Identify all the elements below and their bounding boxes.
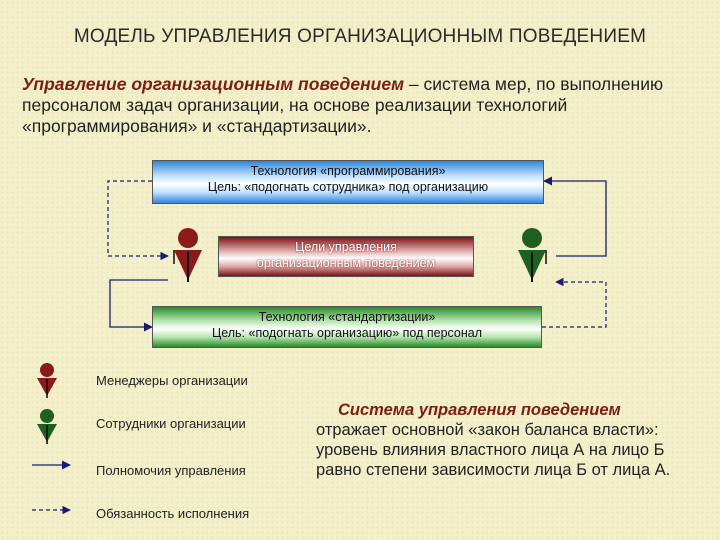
intro-text: – система мер, по выполнению персоналом … bbox=[22, 74, 664, 136]
goals-line1: Цели управления bbox=[295, 240, 397, 254]
legend-authority-label: Полномочия управления bbox=[96, 463, 246, 478]
page-title: МОДЕЛЬ УПРАВЛЕНИЯ ОРГАНИЗАЦИОННЫМ ПОВЕДЕ… bbox=[73, 26, 647, 47]
programming-line1: Технология «программирования» bbox=[250, 164, 446, 178]
intro-term: Управление организационным поведением bbox=[22, 74, 405, 94]
legend-managers-label: Менеджеры организации bbox=[96, 373, 248, 388]
programming-line2: Цель: «подогнать сотрудника» под организ… bbox=[207, 180, 489, 194]
legend-duty-label: Обязанность исполнения bbox=[96, 506, 250, 521]
employee-figure bbox=[518, 228, 547, 282]
goals-box: Цели управления организационным поведени… bbox=[218, 236, 474, 277]
authority-arrow-right-upper bbox=[543, 176, 607, 257]
legend-manager-icon bbox=[37, 363, 57, 398]
standardization-line1: Технология «стандартизации» bbox=[258, 310, 436, 324]
intro-paragraph: Управление организационным поведением – … bbox=[22, 74, 698, 137]
duty-arrow-right-lower bbox=[542, 277, 607, 328]
standardization-technology-box: Технология «стандартизации» Цель: «подог… bbox=[152, 306, 542, 348]
legend-employees-label: Сотрудники организации bbox=[96, 416, 246, 431]
system-paragraph: Система управления поведением отражает о… bbox=[316, 400, 706, 480]
system-term: Система управления поведением bbox=[338, 401, 621, 419]
duty-arrow-left-upper bbox=[107, 180, 169, 261]
programming-technology-box: Технология «программирования» Цель: «под… bbox=[152, 160, 544, 204]
authority-arrow-left-lower bbox=[109, 279, 168, 332]
system-text: отражает основной «закон баланса власти»… bbox=[316, 421, 671, 479]
legend-employee-icon bbox=[37, 409, 57, 444]
manager-figure bbox=[173, 228, 202, 282]
standardization-line2: Цель: «подогнать организацию» под персон… bbox=[211, 326, 483, 340]
goals-line2: организационным поведением bbox=[256, 256, 436, 270]
